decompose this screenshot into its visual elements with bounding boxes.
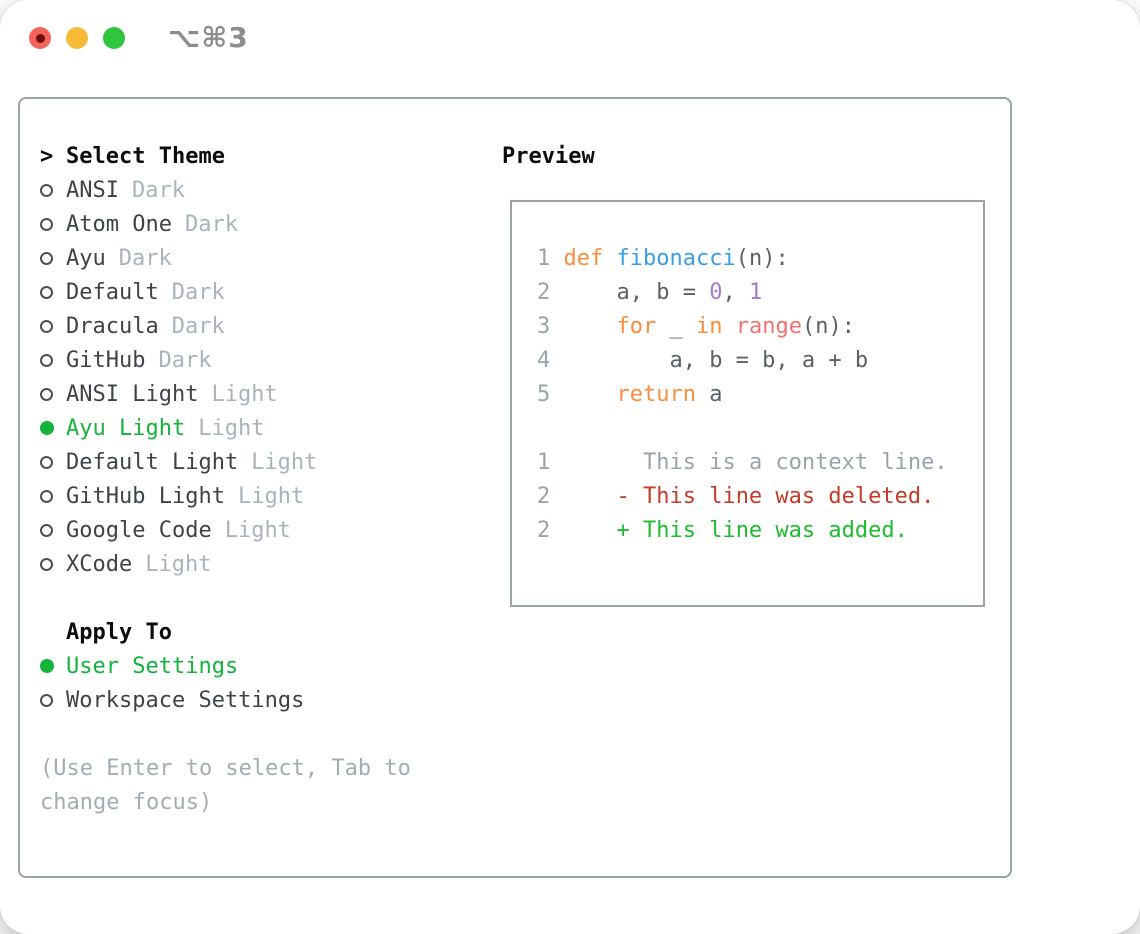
theme-option[interactable]: Google Code Light [40, 514, 411, 548]
radio-icon [40, 446, 66, 480]
option-label: Atom One [66, 212, 172, 237]
select-theme-header: > Select Theme [40, 140, 411, 174]
option-variant-label: Dark [171, 314, 225, 339]
code-line: 2 - This line was deleted. [537, 484, 935, 509]
apply-to-header: Apply To [40, 616, 411, 650]
preview-box: 1 def fibonacci(n): 2 a, b = 0, 1 3 for _ … [510, 200, 985, 607]
spacer [40, 582, 411, 616]
radio-icon [40, 242, 66, 276]
option-label: Default Light [66, 450, 239, 475]
code-line: 1 This is a context line. [537, 450, 948, 475]
option-label: User Settings [66, 654, 239, 679]
option-label: Dracula [66, 314, 159, 339]
option-variant-label: Light [211, 382, 278, 407]
option-variant-label: Light [237, 484, 305, 509]
radio-icon [40, 276, 66, 310]
code-line: 2 a, b = 0, 1 [537, 280, 763, 305]
theme-option[interactable]: Default Light Light [40, 446, 411, 480]
hint-text-line1: (Use Enter to select, Tab to [40, 756, 411, 781]
code-line [537, 412, 983, 446]
option-variant-label: Dark [184, 212, 238, 237]
theme-option[interactable]: Default Dark [40, 276, 411, 310]
option-label: Google Code [66, 518, 212, 543]
option-label: GitHub [66, 348, 146, 373]
radio-icon [40, 174, 66, 208]
apply-to-header-label: Apply To [66, 620, 172, 645]
radio-icon [40, 548, 66, 582]
edited-indicator-icon [35, 33, 45, 43]
window-title: ⌥⌘3 [168, 21, 249, 54]
radio-icon [40, 208, 66, 242]
titlebar: ⌥⌘3 [29, 21, 249, 54]
radio-selected-icon [40, 650, 66, 684]
minimize-button[interactable] [66, 27, 88, 49]
option-label: ANSI Light [66, 382, 199, 407]
option-variant-label: Dark [118, 246, 172, 271]
theme-option[interactable]: Dracula Dark [40, 310, 411, 344]
radio-icon [40, 310, 66, 344]
theme-option[interactable]: Atom One Dark [40, 208, 411, 242]
option-label: Ayu [66, 246, 106, 271]
option-variant-label: Dark [158, 348, 212, 373]
code-line: 1 def fibonacci(n): [537, 246, 789, 271]
option-variant-label: Light [251, 450, 318, 475]
theme-option[interactable]: GitHub Dark [40, 344, 411, 378]
zoom-button[interactable] [103, 27, 125, 49]
focus-caret: > [40, 144, 54, 169]
option-variant-label: Light [224, 518, 291, 543]
option-variant-label: Dark [131, 178, 185, 203]
theme-option[interactable]: Ayu Light Light [40, 412, 411, 446]
radio-icon [40, 344, 66, 378]
select-theme-header-label: Select Theme [66, 144, 225, 169]
option-label: GitHub Light [66, 484, 225, 509]
preview-code: 1 def fibonacci(n): 2 a, b = 0, 1 3 for _ … [512, 202, 983, 548]
theme-option[interactable]: XCode Light [40, 548, 411, 582]
apply-to-option[interactable]: User Settings [40, 650, 411, 684]
code-line: 5 return a [537, 382, 723, 407]
radio-icon [40, 480, 66, 514]
close-button[interactable] [29, 27, 51, 49]
option-variant-label: Light [198, 416, 265, 441]
radio-selected-icon [40, 412, 66, 446]
option-label: XCode [66, 552, 133, 577]
radio-icon [40, 684, 66, 718]
option-label: Workspace Settings [66, 688, 305, 713]
option-label: Ayu Light [66, 416, 186, 441]
option-label: ANSI [66, 178, 119, 203]
radio-icon [40, 514, 66, 548]
theme-option[interactable]: ANSI Dark [40, 174, 411, 208]
theme-option[interactable]: ANSI Light Light [40, 378, 411, 412]
option-variant-label: Dark [171, 280, 225, 305]
code-line: 2 + This line was added. [537, 518, 908, 543]
option-variant-label: Light [145, 552, 212, 577]
option-label: Default [66, 280, 159, 305]
theme-option[interactable]: Ayu Dark [40, 242, 411, 276]
spacer [40, 718, 411, 752]
code-line: 3 for _ in range(n): [537, 314, 855, 339]
radio-icon [40, 378, 66, 412]
preview-header: Preview [502, 144, 595, 169]
code-line: 4 a, b = b, a + b [537, 348, 869, 373]
theme-option[interactable]: GitHub Light Light [40, 480, 411, 514]
hint-text-line2: change focus) [40, 790, 213, 815]
apply-to-option[interactable]: Workspace Settings [40, 684, 411, 718]
